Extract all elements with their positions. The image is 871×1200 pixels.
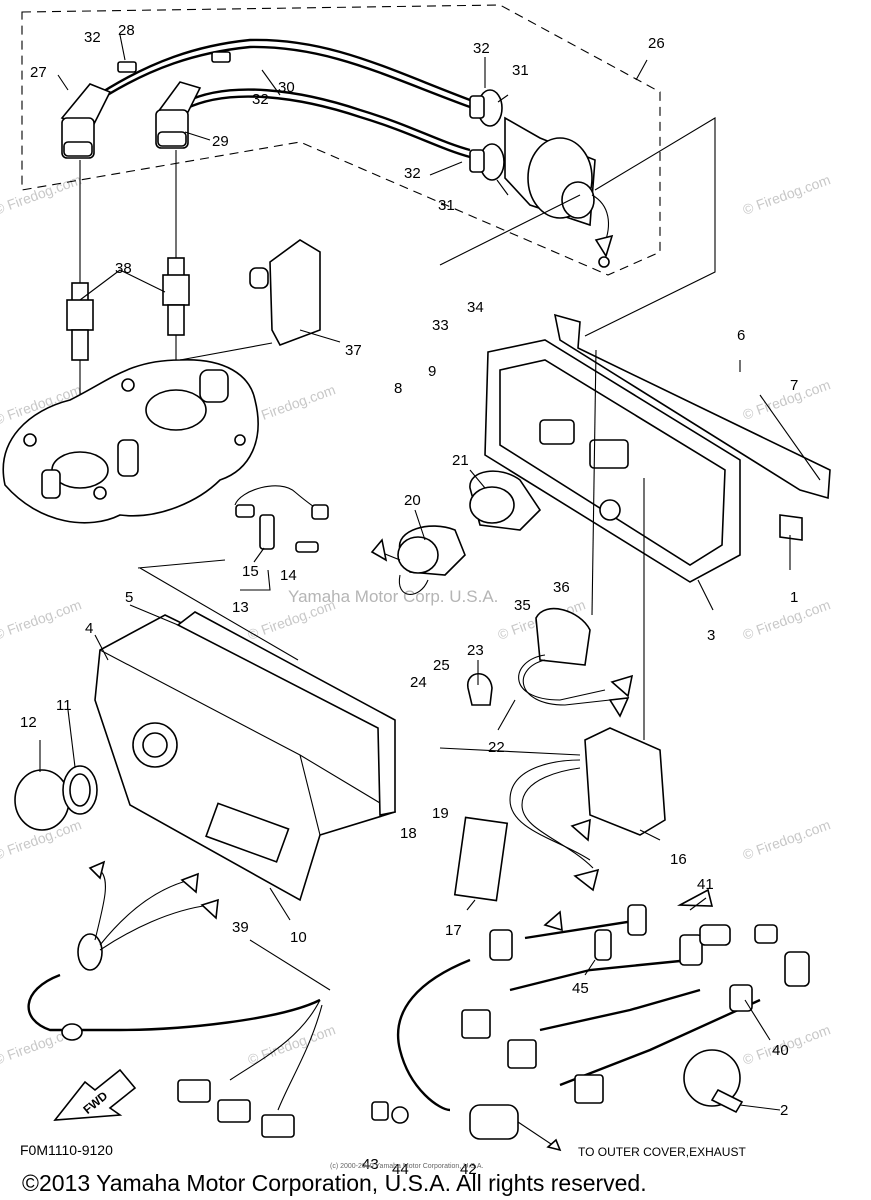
callout-17: 17 xyxy=(445,922,462,939)
callout-2: 2 xyxy=(780,1102,788,1119)
callout-5: 5 xyxy=(125,589,133,606)
callout-42: 42 xyxy=(460,1161,477,1178)
callout-40: 40 xyxy=(772,1042,789,1059)
callout-18: 18 xyxy=(400,825,417,842)
fwd-arrow-icon: FWD xyxy=(53,1068,137,1121)
callout-12: 12 xyxy=(20,714,37,731)
callout-30: 30 xyxy=(278,79,295,96)
electrical-cover xyxy=(14,611,396,902)
bracket xyxy=(179,239,321,361)
callout-8: 8 xyxy=(394,380,402,397)
watermark-site: © Firedog.com xyxy=(741,596,833,643)
callout-24: 24 xyxy=(410,674,427,691)
ignition-coils xyxy=(469,89,614,268)
watermark-site: © Firedog.com xyxy=(741,376,833,423)
callout-32b: 32 xyxy=(252,91,269,108)
control-unit xyxy=(439,349,666,902)
callout-14: 14 xyxy=(280,567,297,584)
callout-23: 23 xyxy=(467,642,484,659)
spark-plug-caps xyxy=(60,38,471,159)
callout-19: 19 xyxy=(432,805,449,822)
callout-4: 4 xyxy=(85,620,93,637)
callout-41: 41 xyxy=(697,876,714,893)
callout-32a: 32 xyxy=(84,29,101,46)
electrical-box xyxy=(484,313,831,583)
callout-26: 26 xyxy=(648,35,665,52)
callout-36: 36 xyxy=(553,579,570,596)
callout-31b: 31 xyxy=(438,197,455,214)
callout-7: 7 xyxy=(790,377,798,394)
watermark-center: Yamaha Motor Corp. U.S.A. xyxy=(288,587,498,606)
callout-13: 13 xyxy=(232,599,249,616)
callout-29: 29 xyxy=(212,133,229,150)
callout-22: 22 xyxy=(488,739,505,756)
callout-3: 3 xyxy=(707,627,715,644)
watermark-site: © Firedog.com xyxy=(741,816,833,863)
callout-21: 21 xyxy=(452,452,469,469)
callout-28: 28 xyxy=(118,22,135,39)
callout-10: 10 xyxy=(290,929,307,946)
callout-31a: 31 xyxy=(512,62,529,79)
cylinder-head xyxy=(2,359,259,524)
diagram-code: F0M1110-9120 xyxy=(20,1142,113,1158)
leader-lines xyxy=(39,34,821,1111)
callout-32d: 32 xyxy=(404,165,421,182)
wire-harnesses xyxy=(27,860,810,1152)
callout-38: 38 xyxy=(115,260,132,277)
callout-32c: 32 xyxy=(473,40,490,57)
callout-44: 44 xyxy=(392,1161,409,1178)
callout-39: 39 xyxy=(232,919,249,936)
coil-group-boundary xyxy=(21,4,661,276)
callout-43: 43 xyxy=(362,1156,379,1173)
callout-6: 6 xyxy=(737,327,745,344)
watermark-site: © Firedog.com xyxy=(0,596,83,643)
watermark-site: © Firedog.com xyxy=(246,381,338,428)
assembly-guide-line xyxy=(584,117,716,337)
callout-1: 1 xyxy=(790,589,798,606)
rectifier xyxy=(234,485,329,553)
callouts: 1 2 3 4 5 6 7 8 9 10 11 12 13 14 15 16 1… xyxy=(20,22,798,1178)
watermark-site: © Firedog.com xyxy=(0,171,83,218)
callout-25: 25 xyxy=(433,657,450,674)
callout-37: 37 xyxy=(345,342,362,359)
callout-16: 16 xyxy=(670,851,687,868)
callout-27: 27 xyxy=(30,64,47,81)
callout-11: 11 xyxy=(56,697,72,714)
callout-45: 45 xyxy=(572,980,589,997)
callout-35: 35 xyxy=(514,597,531,614)
destination-note: TO OUTER COVER,EXHAUST xyxy=(578,1145,746,1159)
callout-34: 34 xyxy=(467,299,484,316)
copyright: ©2013 Yamaha Motor Corporation, U.S.A. A… xyxy=(22,1170,647,1196)
small-print: (c) 2000-2010 Yamaha Motor Corporation, … xyxy=(330,1163,483,1170)
callout-9: 9 xyxy=(428,363,436,380)
callout-20: 20 xyxy=(404,492,421,509)
callout-33: 33 xyxy=(432,317,449,334)
watermark-site: © Firedog.com xyxy=(741,171,833,218)
callout-15: 15 xyxy=(242,563,259,580)
relays xyxy=(370,470,542,595)
